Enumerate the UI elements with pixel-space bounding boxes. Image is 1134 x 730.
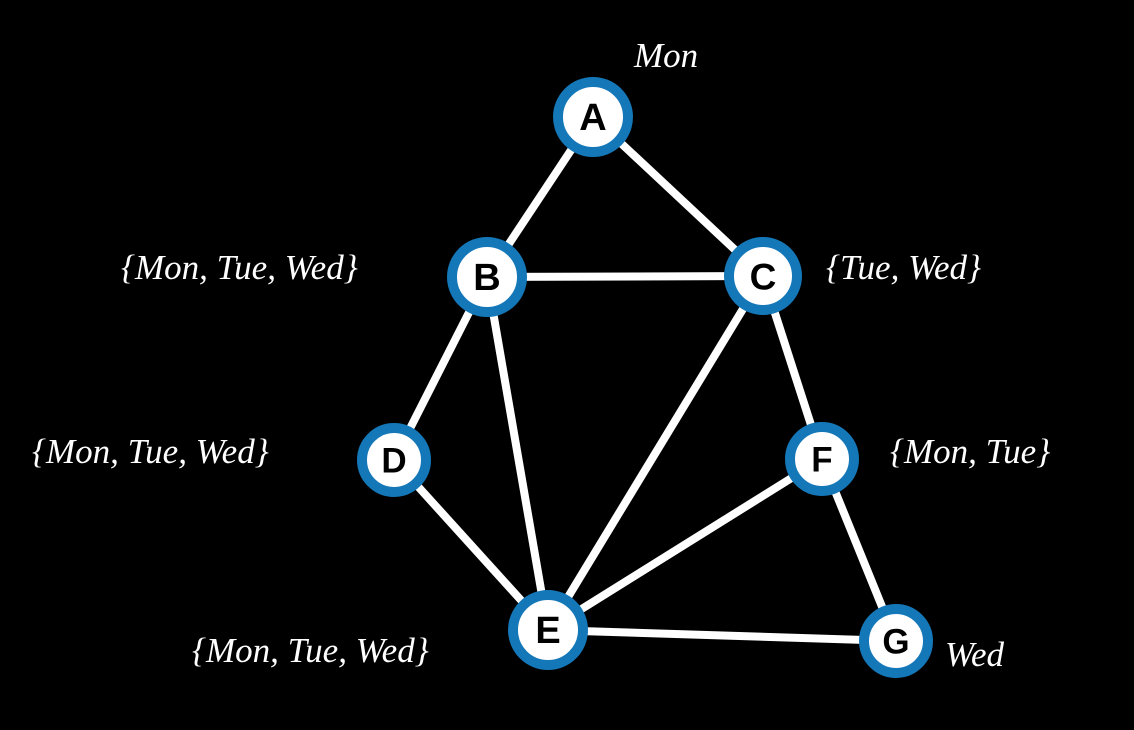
edge-b-e: [483, 276, 552, 631]
node-letter-c: C: [750, 257, 777, 298]
edges-group: [390, 114, 900, 645]
graph-node-g[interactable]: G: [859, 604, 933, 678]
edge-e-g: [547, 626, 897, 645]
edge-e-f: [545, 455, 825, 634]
edge-b-c: [486, 272, 764, 281]
graph-node-c[interactable]: C: [724, 237, 802, 315]
node-letter-e: E: [535, 610, 560, 652]
node-letter-g: G: [882, 623, 909, 662]
node-circle-c: [724, 237, 802, 315]
graph-node-a[interactable]: A: [553, 77, 633, 157]
graph-node-b[interactable]: B: [447, 237, 527, 317]
domain-label-d: {Mon, Tue, Wed}: [32, 432, 269, 471]
node-letter-d: D: [381, 442, 406, 481]
node-letter-a: A: [579, 97, 606, 139]
domain-label-f: {Mon, Tue}: [890, 432, 1051, 471]
node-letter-b: B: [473, 257, 500, 299]
node-circle-b: [447, 237, 527, 317]
graph-node-d[interactable]: D: [357, 423, 431, 497]
graph-node-f[interactable]: F: [785, 422, 859, 496]
domain-label-e: {Mon, Tue, Wed}: [192, 631, 429, 670]
domain-label-c: {Tue, Wed}: [826, 248, 982, 287]
node-circle-f: [785, 422, 859, 496]
edge-c-e: [544, 273, 767, 633]
node-letter-f: F: [811, 441, 832, 480]
graph-node-e[interactable]: E: [508, 590, 588, 670]
domain-label-a: Mon: [634, 36, 699, 75]
node-circle-a: [553, 77, 633, 157]
domain-label-g: Wed: [945, 635, 1004, 674]
nodes-group: A B C D E F G: [357, 77, 933, 678]
node-circle-e: [508, 590, 588, 670]
node-circle-d: [357, 423, 431, 497]
domain-label-b: {Mon, Tue, Wed}: [121, 248, 358, 287]
node-circle-g: [859, 604, 933, 678]
